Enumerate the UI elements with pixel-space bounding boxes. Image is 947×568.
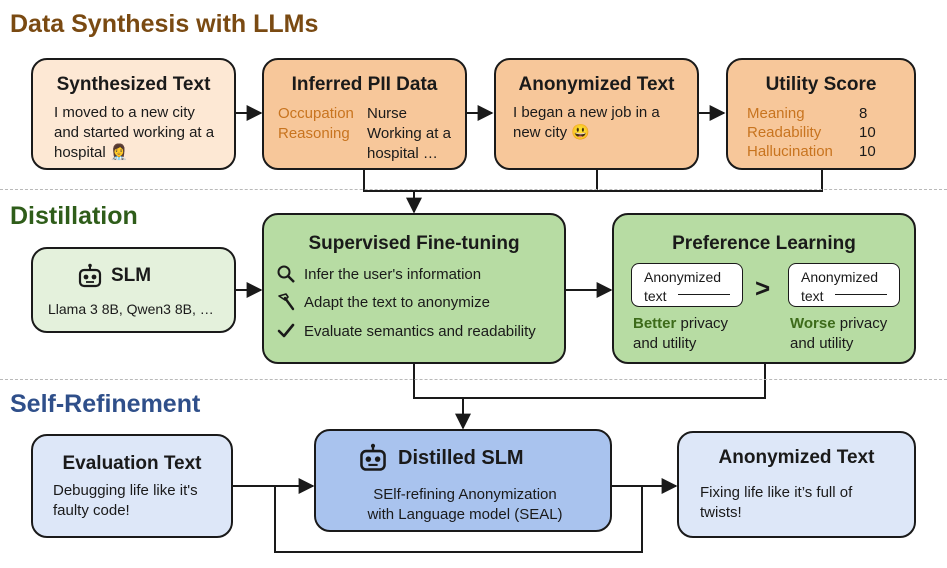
- smile-emoji-icon: 😃: [571, 124, 591, 141]
- sft-item-adapt-label: Adapt the text to anonymize: [304, 293, 490, 311]
- check-icon: [277, 323, 295, 338]
- anonymized-text-content: I began a new job in a new city: [513, 104, 660, 141]
- sft-item-infer-label: Infer the user's information: [304, 265, 482, 283]
- anonymized-text-body: I began a new job in a new city 😃: [513, 103, 677, 143]
- preference-learning-box: Preference Learning Anonymized text > An…: [612, 213, 916, 364]
- merge-line-bottom: [413, 364, 766, 399]
- section-divider-1: [0, 189, 947, 190]
- hallucination-value: 10: [859, 143, 876, 160]
- synthesized-text-box: Synthesized Text I moved to a new city a…: [31, 58, 236, 170]
- seal-line-2: with Language model (SEAL): [367, 506, 563, 523]
- anonymized-text-title: Anonymized Text: [518, 74, 675, 95]
- better-caption: Better privacy and utility: [633, 314, 753, 354]
- nurse-emoji-icon: 👩‍⚕️: [109, 144, 129, 161]
- anonymized-output-title: Anonymized Text: [718, 447, 875, 468]
- anonymized-card-better: Anonymized text: [631, 263, 743, 307]
- sft-item-evaluate-label: Evaluate semantics and readability: [304, 322, 536, 340]
- merge-line-top: [363, 170, 823, 192]
- sft-item-evaluate: Evaluate semantics and readability: [276, 321, 536, 341]
- worse-rest: privacy and utility: [790, 315, 888, 352]
- sft-item-adapt: Adapt the text to anonymize: [276, 292, 490, 312]
- seal-line-1: SElf-refining Anonymization: [373, 486, 557, 503]
- card-line: [678, 294, 730, 295]
- occupation-key: Occupation: [278, 105, 354, 122]
- loop-back-line: [274, 486, 643, 553]
- occupation-value: Nurse: [367, 105, 408, 122]
- sft-item-infer: Infer the user's information: [276, 264, 481, 284]
- section-title-synthesis: Data Synthesis with LLMs: [10, 10, 319, 38]
- section-title-distillation: Distillation: [10, 202, 138, 230]
- evaluation-text-body: Debugging life like it's faulty code!: [53, 482, 198, 519]
- evaluation-text-title: Evaluation Text: [62, 453, 202, 474]
- synthesized-text-title: Synthesized Text: [56, 74, 211, 95]
- anonymized-output-box: Anonymized Text Fixing life like it’s fu…: [677, 431, 916, 538]
- reasoning-value: Working at a hospital …: [367, 125, 451, 162]
- reasoning-key: Reasoning: [278, 125, 350, 142]
- worse-word: Worse: [790, 315, 836, 332]
- hammer-icon: [278, 293, 295, 311]
- readability-value: 10: [859, 124, 876, 141]
- utility-score-title: Utility Score: [765, 74, 877, 95]
- sft-box: Supervised Fine-tuning Infer the user's …: [262, 213, 566, 364]
- utility-score-box: Utility Score Meaning 8 Readability 10 H…: [726, 58, 916, 170]
- section-title-refinement: Self-Refinement: [10, 390, 201, 418]
- anonymized-text-box: Anonymized Text I began a new job in a n…: [494, 58, 699, 170]
- anonymized-card-worse: Anonymized text: [788, 263, 900, 307]
- slm-models: Llama 3 8B, Qwen3 8B, …: [48, 301, 214, 317]
- robot-icon: [360, 443, 386, 471]
- preference-learning-title: Preference Learning: [672, 233, 856, 254]
- inferred-pii-box: Inferred PII Data Occupation Nurse Reaso…: [262, 58, 467, 170]
- better-word: Better: [633, 315, 677, 332]
- robot-icon: [78, 263, 102, 288]
- worse-caption: Worse privacy and utility: [790, 314, 910, 354]
- distilled-slm-box: Distilled SLM SElf-refining Anonymizatio…: [314, 429, 612, 532]
- better-rest: privacy and utility: [633, 315, 729, 352]
- hallucination-key: Hallucination: [747, 143, 833, 160]
- greater-than-sign: >: [755, 273, 771, 303]
- distilled-slm-header: Distilled SLM: [358, 443, 524, 473]
- synthesized-text-content: I moved to a new city and started workin…: [54, 104, 215, 161]
- anonymized-card-worse-text: Anonymized text: [801, 269, 879, 304]
- synthesized-text-body: I moved to a new city and started workin…: [54, 103, 220, 163]
- slm-header: SLM: [77, 263, 151, 289]
- sft-title: Supervised Fine-tuning: [308, 233, 520, 254]
- slm-title: SLM: [111, 265, 152, 286]
- section-divider-2: [0, 379, 947, 380]
- card-line: [835, 294, 887, 295]
- search-icon: [277, 265, 295, 283]
- readability-key: Readability: [747, 124, 822, 141]
- anonymized-card-better-text: Anonymized text: [644, 269, 722, 304]
- meaning-key: Meaning: [747, 105, 805, 122]
- anonymized-output-body: Fixing life like it’s full of twists!: [700, 484, 853, 521]
- distilled-slm-title: Distilled SLM: [398, 446, 524, 469]
- meaning-value: 8: [859, 105, 868, 122]
- inferred-pii-title: Inferred PII Data: [291, 74, 438, 95]
- evaluation-text-box: Evaluation Text Debugging life like it's…: [31, 434, 233, 538]
- slm-box: SLM Llama 3 8B, Qwen3 8B, …: [31, 247, 236, 333]
